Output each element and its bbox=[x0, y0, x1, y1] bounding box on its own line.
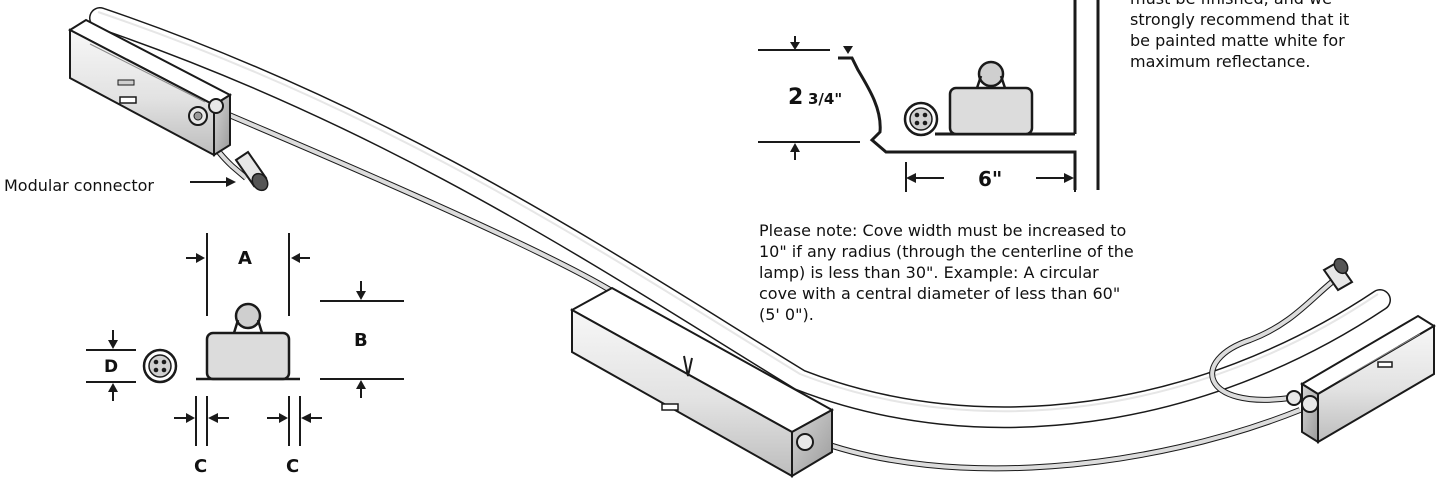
cove-cross-section bbox=[838, 0, 1100, 190]
right-modular-connector-plug bbox=[1322, 257, 1354, 292]
cove-height-dimension: 2 3/4" bbox=[758, 36, 860, 160]
right-ballast-housing bbox=[1286, 314, 1436, 444]
left-ballast-housing bbox=[67, 18, 233, 157]
power-cables bbox=[205, 109, 1334, 472]
dimension-c-left-label: C bbox=[194, 456, 207, 477]
connector-pointer-arrow bbox=[190, 177, 236, 187]
modular-connector-plug bbox=[234, 150, 269, 192]
middle-ballast-housing bbox=[569, 286, 835, 478]
fixture-dimension-detail: A B D C bbox=[86, 233, 404, 477]
cove-width-value: 6" bbox=[978, 167, 1002, 191]
dimension-d-label: D bbox=[104, 357, 118, 377]
cove-height-whole: 2 bbox=[788, 85, 803, 110]
dimension-b-label: B bbox=[354, 330, 368, 351]
dimension-c-right-label: C bbox=[286, 456, 299, 477]
lamp-tube bbox=[89, 7, 1391, 429]
cove-width-note: Please note: Cove width must be increase… bbox=[759, 221, 1134, 324]
finish-recommendation-note: must be finished, and we strongly recomm… bbox=[1130, 0, 1350, 71]
modular-connector-label: Modular connector bbox=[4, 176, 154, 195]
cove-width-dimension: 6" bbox=[905, 162, 1076, 192]
cove-height-fraction: 3/4" bbox=[808, 90, 842, 108]
dimension-a-label: A bbox=[238, 248, 252, 269]
